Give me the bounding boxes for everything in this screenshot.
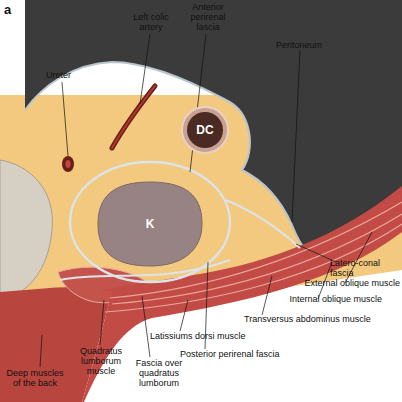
anatomy-label: Deep muscles of the back — [2, 368, 68, 388]
anatomy-label: Internal oblique muscle — [280, 294, 382, 304]
panel-letter: a — [4, 2, 16, 17]
anatomy-label: Latissiums dorsi muscle — [150, 331, 255, 341]
latero-conal-fascia — [226, 200, 300, 248]
anatomy-label: Transversus abdominus muscle — [244, 314, 384, 324]
ureter — [62, 156, 74, 172]
anatomy-label: Latero-conal fascia — [330, 258, 400, 278]
anatomy-label: Posterior perirenal fascia — [180, 349, 295, 359]
anatomy-label: Fascia over quadratus lumborum — [128, 358, 190, 388]
colon-wall — [182, 107, 228, 153]
kidney-shape: K — [96, 180, 204, 268]
peritoneal-cavity — [25, 0, 402, 262]
anatomy-label: Peritoneum — [276, 40, 336, 50]
anatomy-label: Left colic artery — [126, 12, 176, 32]
organ-label: K — [96, 217, 204, 231]
vertebra — [0, 160, 52, 302]
anatomy-label: Anterior perirenal fascia — [180, 2, 236, 32]
anatomy-label: External oblique muscle — [298, 278, 400, 288]
organ-label: DC — [181, 123, 229, 137]
deep-back-muscles — [0, 287, 112, 402]
perirenal-fascia — [70, 162, 230, 282]
ureter — [66, 160, 71, 168]
left-colic-artery — [112, 86, 155, 148]
anatomy-label: Ureter — [46, 70, 86, 80]
left-colic-artery — [112, 86, 155, 148]
colon-shape: DC — [181, 106, 229, 154]
anatomy-label: Quadratus lumborum muscle — [74, 346, 128, 376]
